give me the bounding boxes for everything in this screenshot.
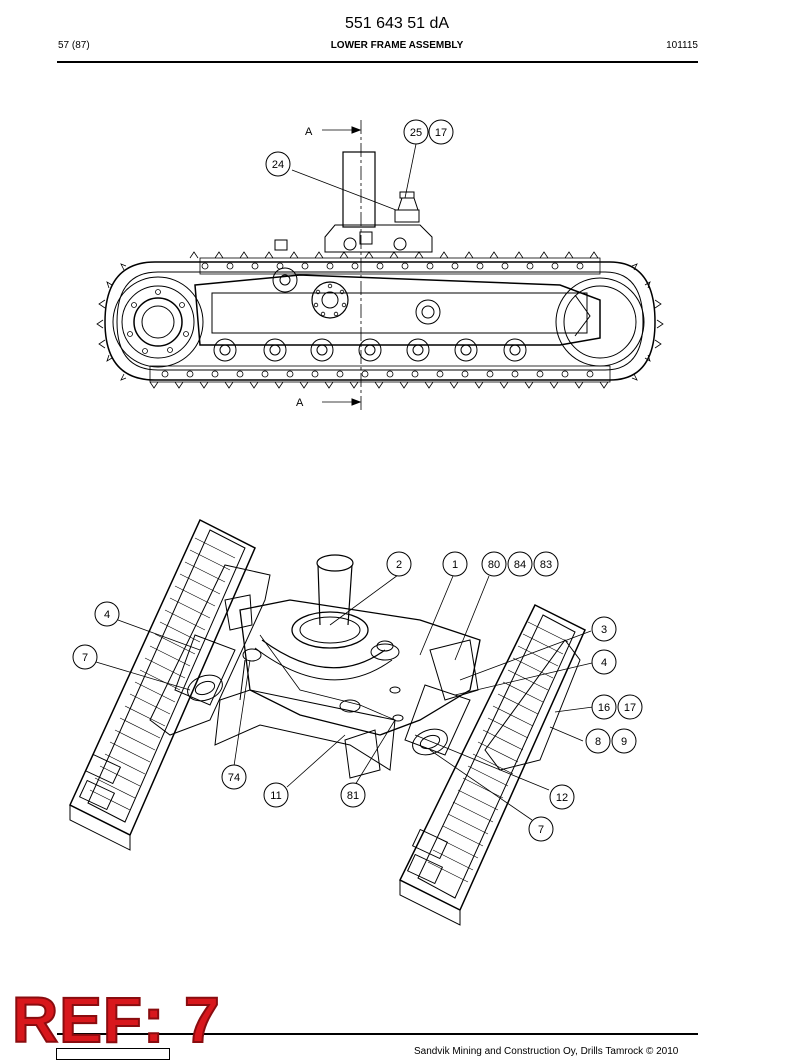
section-label-bottom: A <box>296 397 304 409</box>
callout-83: 83 <box>533 551 559 577</box>
svg-text:84: 84 <box>514 559 526 571</box>
callout-7-right: 7 <box>528 816 554 842</box>
svg-text:4: 4 <box>104 609 110 621</box>
page-number: 57 (87) <box>58 40 90 51</box>
svg-text:17: 17 <box>624 702 636 714</box>
svg-text:74: 74 <box>228 772 240 784</box>
callout-17: 17 <box>428 119 454 145</box>
document-code: 101115 <box>666 40 698 51</box>
callout-81: 81 <box>340 782 366 808</box>
svg-text:8: 8 <box>595 736 601 748</box>
document-number: 551 643 51 dA <box>344 15 450 32</box>
callout-24: 24 <box>265 151 291 177</box>
callout-11: 11 <box>263 782 289 808</box>
callout-8: 8 <box>585 728 611 754</box>
callout-4-left: 4 <box>94 601 120 627</box>
page-title: LOWER FRAME ASSEMBLY <box>330 40 464 51</box>
callout-7-left: 7 <box>72 644 98 670</box>
svg-text:7: 7 <box>538 824 544 836</box>
svg-text:4: 4 <box>601 657 607 669</box>
callout-9: 9 <box>611 728 637 754</box>
ref-stamp: REF: 7 <box>11 984 221 1056</box>
side-view-drawing <box>96 120 664 410</box>
svg-text:11: 11 <box>270 790 281 802</box>
header-rule <box>57 61 698 63</box>
svg-text:2: 2 <box>396 559 402 571</box>
callout-16: 16 <box>591 694 617 720</box>
svg-text:25: 25 <box>410 127 422 139</box>
svg-text:16: 16 <box>598 702 610 714</box>
footer-copyright: Sandvik Mining and Construction Oy, Dril… <box>414 1046 679 1057</box>
callout-84: 84 <box>507 551 533 577</box>
svg-text:17: 17 <box>435 127 447 139</box>
callout-80: 80 <box>481 551 507 577</box>
callout-1: 1 <box>442 551 468 577</box>
callout-74: 74 <box>221 764 247 790</box>
svg-text:83: 83 <box>540 559 552 571</box>
svg-text:1: 1 <box>452 559 458 571</box>
svg-text:81: 81 <box>347 790 359 802</box>
callout-2: 2 <box>386 551 412 577</box>
svg-text:3: 3 <box>601 624 607 636</box>
section-label-top: A <box>305 126 313 138</box>
svg-text:12: 12 <box>556 792 568 804</box>
svg-text:9: 9 <box>621 736 627 748</box>
callout-3: 3 <box>591 616 617 642</box>
svg-text:7: 7 <box>82 652 88 664</box>
callout-17-iso: 17 <box>617 694 643 720</box>
isometric-view-drawing <box>69 518 594 926</box>
callout-25: 25 <box>403 119 429 145</box>
svg-text:80: 80 <box>488 559 500 571</box>
callout-12: 12 <box>549 784 575 810</box>
footer-rule <box>57 1033 698 1035</box>
svg-text:24: 24 <box>272 159 284 171</box>
callout-4-right: 4 <box>591 649 617 675</box>
